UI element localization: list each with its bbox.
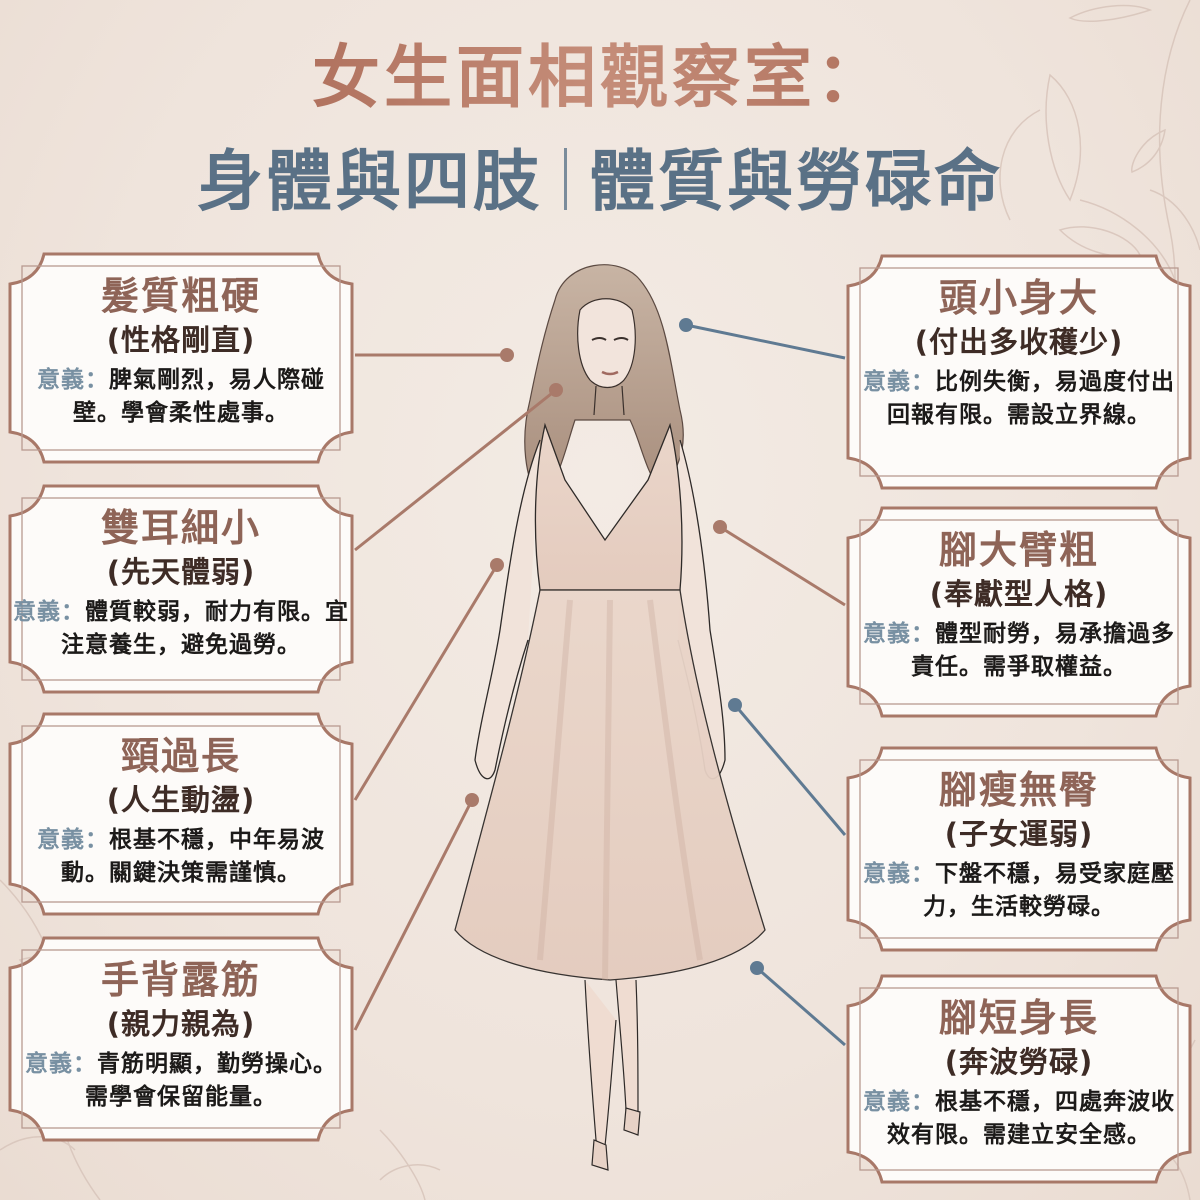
card-body: 意義：體質較弱，耐力有限。宜注意養生，避免過勞。	[13, 599, 349, 658]
subtitle-left: 身體與四肢	[197, 142, 542, 220]
card-thin-legs: 腳瘦無臀 (子女運弱) 意義：下盤不穩，易受家庭壓力，生活較勞碌。	[846, 746, 1192, 952]
meaning-label: 意義：	[863, 369, 935, 395]
card-title: 腳大臂粗	[938, 527, 1099, 572]
card-short-legs: 腳短身長 (奔波勞碌) 意義：根基不穩，四處奔波收效有限。需建立安全感。	[846, 974, 1192, 1184]
meaning-label: 意義：	[863, 621, 935, 647]
card-frame	[8, 484, 354, 694]
meaning-label: 意義：	[863, 1089, 935, 1115]
card-subtitle: (性格剛直)	[106, 323, 256, 357]
card-title: 頸過長	[120, 733, 241, 778]
card-subtitle: (先天體弱)	[106, 555, 256, 589]
card-frame	[846, 506, 1192, 718]
card-title: 頭小身大	[938, 275, 1099, 320]
card-frame	[846, 254, 1192, 490]
page-title: 女生面相觀察室：	[0, 22, 1200, 121]
card-subtitle: (人生動盪)	[106, 783, 256, 817]
card-hair: 髮質粗硬 (性格剛直) 意義：脾氣剛烈，易人際碰壁。學會柔性處事。	[8, 252, 354, 464]
card-subtitle: (奔波勞碌)	[944, 1045, 1094, 1079]
card-body: 意義：比例失衡，易過度付出回報有限。需設立界線。	[863, 369, 1175, 428]
card-subtitle: (奉獻型人格)	[929, 577, 1109, 611]
meaning-label: 意義：	[25, 1051, 97, 1077]
card-big-feet: 腳大臂粗 (奉獻型人格) 意義：體型耐勞，易承擔過多責任。需爭取權益。	[846, 506, 1192, 718]
meaning-label: 意義：	[863, 861, 935, 887]
card-hand-veins: 手背露筋 (親力親為) 意義：青筋明顯，勤勞操心。需學會保留能量。	[8, 936, 354, 1142]
card-body: 意義：脾氣剛烈，易人際碰壁。學會柔性處事。	[37, 367, 325, 426]
card-ears: 雙耳細小 (先天體弱) 意義：體質較弱，耐力有限。宜注意養生，避免過勞。	[8, 484, 354, 694]
card-title: 髮質粗硬	[100, 273, 261, 318]
card-frame	[8, 712, 354, 916]
card-frame	[8, 936, 354, 1142]
card-subtitle: (子女運弱)	[944, 817, 1094, 851]
card-subtitle: (親力親為)	[106, 1007, 256, 1041]
shoes	[591, 1107, 641, 1171]
meaning-label: 意義：	[13, 599, 85, 625]
page-subtitle: 身體與四肢體質與勞碌命	[0, 128, 1200, 224]
card-body: 意義：青筋明顯，勤勞操心。需學會保留能量。	[25, 1051, 337, 1110]
card-small-head: 頭小身大 (付出多收穫少) 意義：比例失衡，易過度付出回報有限。需設立界線。	[846, 254, 1192, 490]
card-title: 雙耳細小	[100, 505, 261, 550]
card-title: 手背露筋	[100, 957, 261, 1002]
face	[577, 298, 636, 389]
card-body: 意義：下盤不穩，易受家庭壓力，生活較勞碌。	[863, 861, 1175, 920]
card-frame	[8, 252, 354, 464]
subtitle-divider	[564, 148, 567, 210]
card-frame	[846, 974, 1192, 1184]
card-subtitle: (付出多收穫少)	[914, 325, 1124, 359]
woman-figure-illustration	[454, 264, 766, 1171]
card-frame	[846, 746, 1192, 952]
card-body: 意義：根基不穩，四處奔波收效有限。需建立安全感。	[863, 1089, 1175, 1148]
subtitle-right: 體質與勞碌命	[589, 142, 1003, 220]
card-body: 意義：體型耐勞，易承擔過多責任。需爭取權益。	[863, 621, 1175, 680]
meaning-label: 意義：	[37, 827, 109, 853]
card-title: 腳瘦無臀	[938, 767, 1099, 812]
card-neck: 頸過長 (人生動盪) 意義：根基不穩，中年易波動。關鍵決策需謹慎。	[8, 712, 354, 916]
card-title: 腳短身長	[938, 995, 1099, 1040]
meaning-label: 意義：	[37, 367, 109, 393]
card-body: 意義：根基不穩，中年易波動。關鍵決策需謹慎。	[37, 827, 325, 886]
